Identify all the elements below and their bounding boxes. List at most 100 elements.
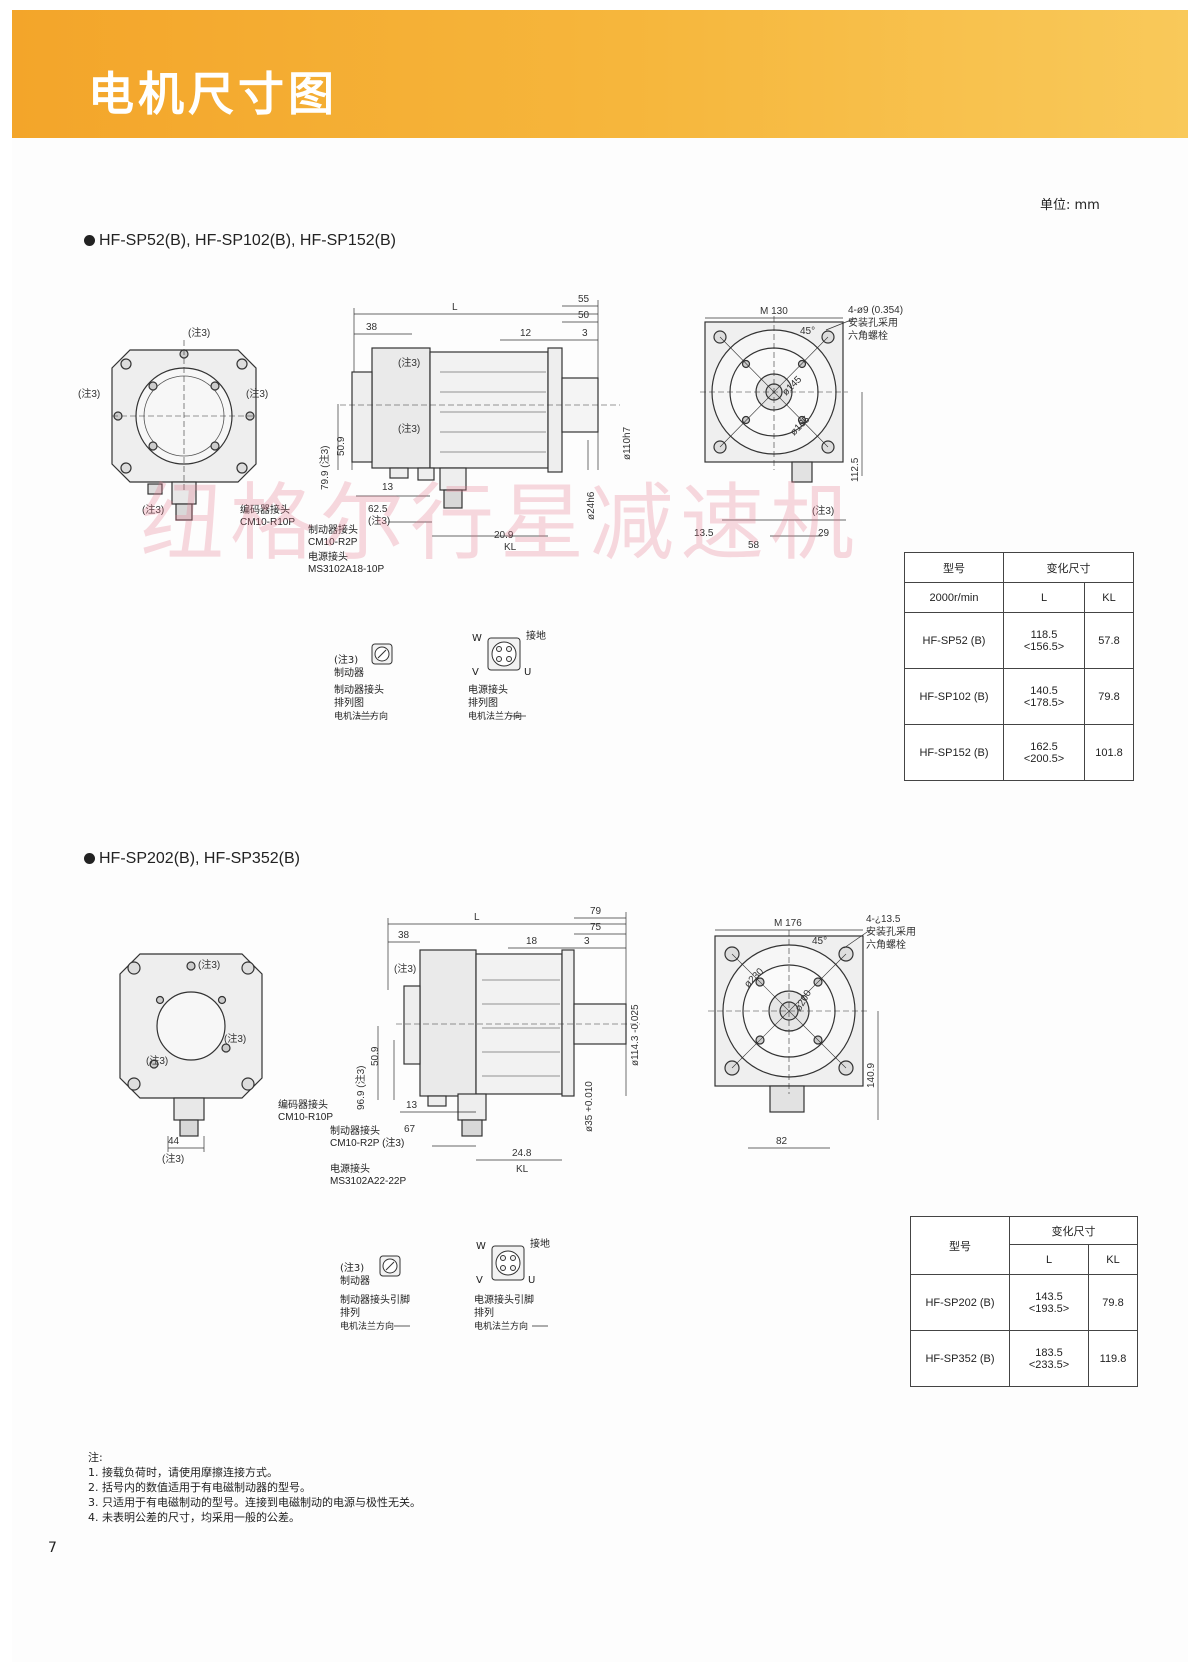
s1-note3-side-c: (注3) xyxy=(368,514,390,527)
s1-dim-799: 79.9 (注3) xyxy=(318,446,331,490)
s2-dim-M: M 176 xyxy=(774,918,802,929)
s1-dim-55: 55 xyxy=(578,294,590,305)
s2-dim-82: 82 xyxy=(776,1136,788,1147)
s1-note3-flange: (注3) xyxy=(812,504,834,517)
s1-dim-38: 38 xyxy=(366,322,378,333)
s2-brake-caption: 制动器接头引脚排列电机法兰方向 xyxy=(340,1294,410,1334)
s1-row1-L1: 118.5 xyxy=(1030,628,1058,641)
s2-brake-caption-2: 排列 xyxy=(340,1308,360,1319)
s1-note3-right: (注3) xyxy=(246,387,268,400)
s2-dim-509: 50.9 xyxy=(370,1046,381,1066)
s1-dim-58: 58 xyxy=(748,540,760,551)
s1-power-caption-2: 排列图 xyxy=(468,698,498,709)
s2-power-conn: 电源接头 xyxy=(330,1164,370,1175)
s1-note3-top: (注3) xyxy=(188,326,210,339)
s2-pin-U: U xyxy=(528,1275,536,1286)
table-row: HF-SP202 (B)143.5<193.5>79.8 xyxy=(910,1274,1138,1331)
s2-brake-model: CM10-R2P xyxy=(330,1138,380,1149)
s2-hole-note1: 安装孔采用 xyxy=(866,925,916,938)
s2-power-caption-2: 排列 xyxy=(474,1308,494,1319)
s2-dim-67: 67 xyxy=(404,1124,416,1135)
s1-encoder-model: CM10-R10P xyxy=(240,517,296,528)
s1-row2-model: HF-SP102 (B) xyxy=(904,668,1004,725)
s1-pin-W: W xyxy=(472,633,482,644)
s1-front-view xyxy=(111,340,257,521)
s2-dim-44: 44 xyxy=(168,1136,180,1147)
s2-dim-75: 75 xyxy=(590,922,602,933)
s1-brake-pin-note: (注3) xyxy=(334,655,359,666)
table-row: HF-SP52 (B)118.5<156.5>57.8 xyxy=(904,612,1134,669)
s1-hole-note1: 安装孔采用 xyxy=(848,316,898,329)
s2-dim-248: 24.8 xyxy=(512,1148,532,1159)
s1-note3-bottom: (注3) xyxy=(142,503,164,516)
s1-pin-V: V xyxy=(472,667,479,678)
s1-brake-caption-2: 排列图 xyxy=(334,698,364,709)
s1-dim-L: L xyxy=(452,302,458,313)
s1-brake-pin-text: 制动器 xyxy=(334,668,364,679)
s1-flange-dims xyxy=(705,317,863,537)
s2-side-view xyxy=(396,949,640,1137)
s1-dim-shaft: ø110h7 xyxy=(622,426,633,460)
table-row: HF-SP352 (B)183.5<233.5>119.8 xyxy=(910,1330,1138,1387)
s1-side-view xyxy=(340,347,620,509)
s2-power-dir: 电机法兰方向 xyxy=(474,1322,529,1332)
s2-dim-13: 13 xyxy=(406,1100,418,1111)
bullet-icon xyxy=(84,235,95,247)
unit-label: 单位: mm xyxy=(1040,198,1100,213)
table-row: HF-SP102 (B)140.5<178.5>79.8 xyxy=(904,668,1134,725)
s2-brake-pin-icon xyxy=(379,1255,401,1277)
section-2-title: HF-SP202(B), HF-SP352(B) xyxy=(84,850,300,868)
s1-dim-29: 29 xyxy=(818,528,830,539)
s1-dim-12: 12 xyxy=(520,328,532,339)
s2-note3-side-a: (注3) xyxy=(394,962,416,975)
title-banner xyxy=(12,10,1188,138)
s1-dim-KL: KL xyxy=(504,542,517,553)
s2-row2-model: HF-SP352 (B) xyxy=(910,1330,1010,1387)
note-item-4: 4. 未表明公差的尺寸，均采用一般的公差。 xyxy=(88,1511,300,1524)
s2-dim-hub: ø35 +0.010 xyxy=(584,1081,595,1132)
s1-encoder-conn: 编码器接头 xyxy=(240,505,290,516)
s1-brake-dir: 电机法兰方向 xyxy=(334,712,389,722)
s1-brake-conn: 制动器接头 xyxy=(308,525,358,536)
s1-flange-view xyxy=(700,316,848,483)
page-number: 7 xyxy=(48,1540,57,1556)
s1-dim-50: 50 xyxy=(578,310,590,321)
s2-dim-1409: 140.9 xyxy=(866,1063,877,1088)
s2-row1-model: HF-SP202 (B) xyxy=(910,1274,1010,1331)
note-item-2: 2. 括号内的数值适用于有电磁制动器的型号。 xyxy=(88,1481,311,1494)
s2-row2-L2: <233.5> xyxy=(1028,1358,1070,1371)
bullet-icon xyxy=(84,853,95,865)
s1-dim-1125: 112.5 xyxy=(850,457,861,482)
s1-th-model: 型号 xyxy=(904,552,1004,583)
s1-pin-ground: 接地 xyxy=(526,631,546,642)
s1-dim-M: M 130 xyxy=(760,306,788,317)
s2-flange-view xyxy=(708,930,870,1113)
s2-power-caption: 电源接头引脚排列电机法兰方向 xyxy=(474,1294,534,1334)
s1-power-caption-1: 电源接头 xyxy=(468,685,508,696)
s2-pin-W: W xyxy=(476,1241,486,1252)
s1-note3-left: (注3) xyxy=(78,387,100,400)
section-2-title-text: HF-SP202(B), HF-SP352(B) xyxy=(99,850,300,867)
s2-brake-dir: 电机法兰方向 xyxy=(340,1322,395,1332)
s2-dim-38: 38 xyxy=(398,930,410,941)
s1-dim-209: 20.9 xyxy=(494,530,514,541)
s1-row2-L1: 140.5 xyxy=(1030,684,1058,697)
s1-row3-model: HF-SP152 (B) xyxy=(904,724,1004,781)
s2-row2-L: 183.5<233.5> xyxy=(1009,1330,1089,1387)
notes-heading: 注: xyxy=(88,1451,103,1464)
s1-th-speed: 2000r/min xyxy=(904,582,1004,613)
s2-row1-KL: 79.8 xyxy=(1088,1274,1138,1331)
s2-th-model: 型号 xyxy=(910,1216,1010,1275)
s2-th-L: L xyxy=(1009,1244,1089,1275)
s2-brake-pin-text: 制动器 xyxy=(340,1276,370,1287)
s1-dim-angle: 45° xyxy=(800,326,815,337)
s1-brake-pin-label: (注3) 制动器 xyxy=(334,654,364,680)
s1-brake-caption: 制动器接头排列图电机法兰方向 xyxy=(334,684,388,724)
s1-row1-KL: 57.8 xyxy=(1084,612,1134,669)
s2-side-dims xyxy=(377,912,627,1161)
